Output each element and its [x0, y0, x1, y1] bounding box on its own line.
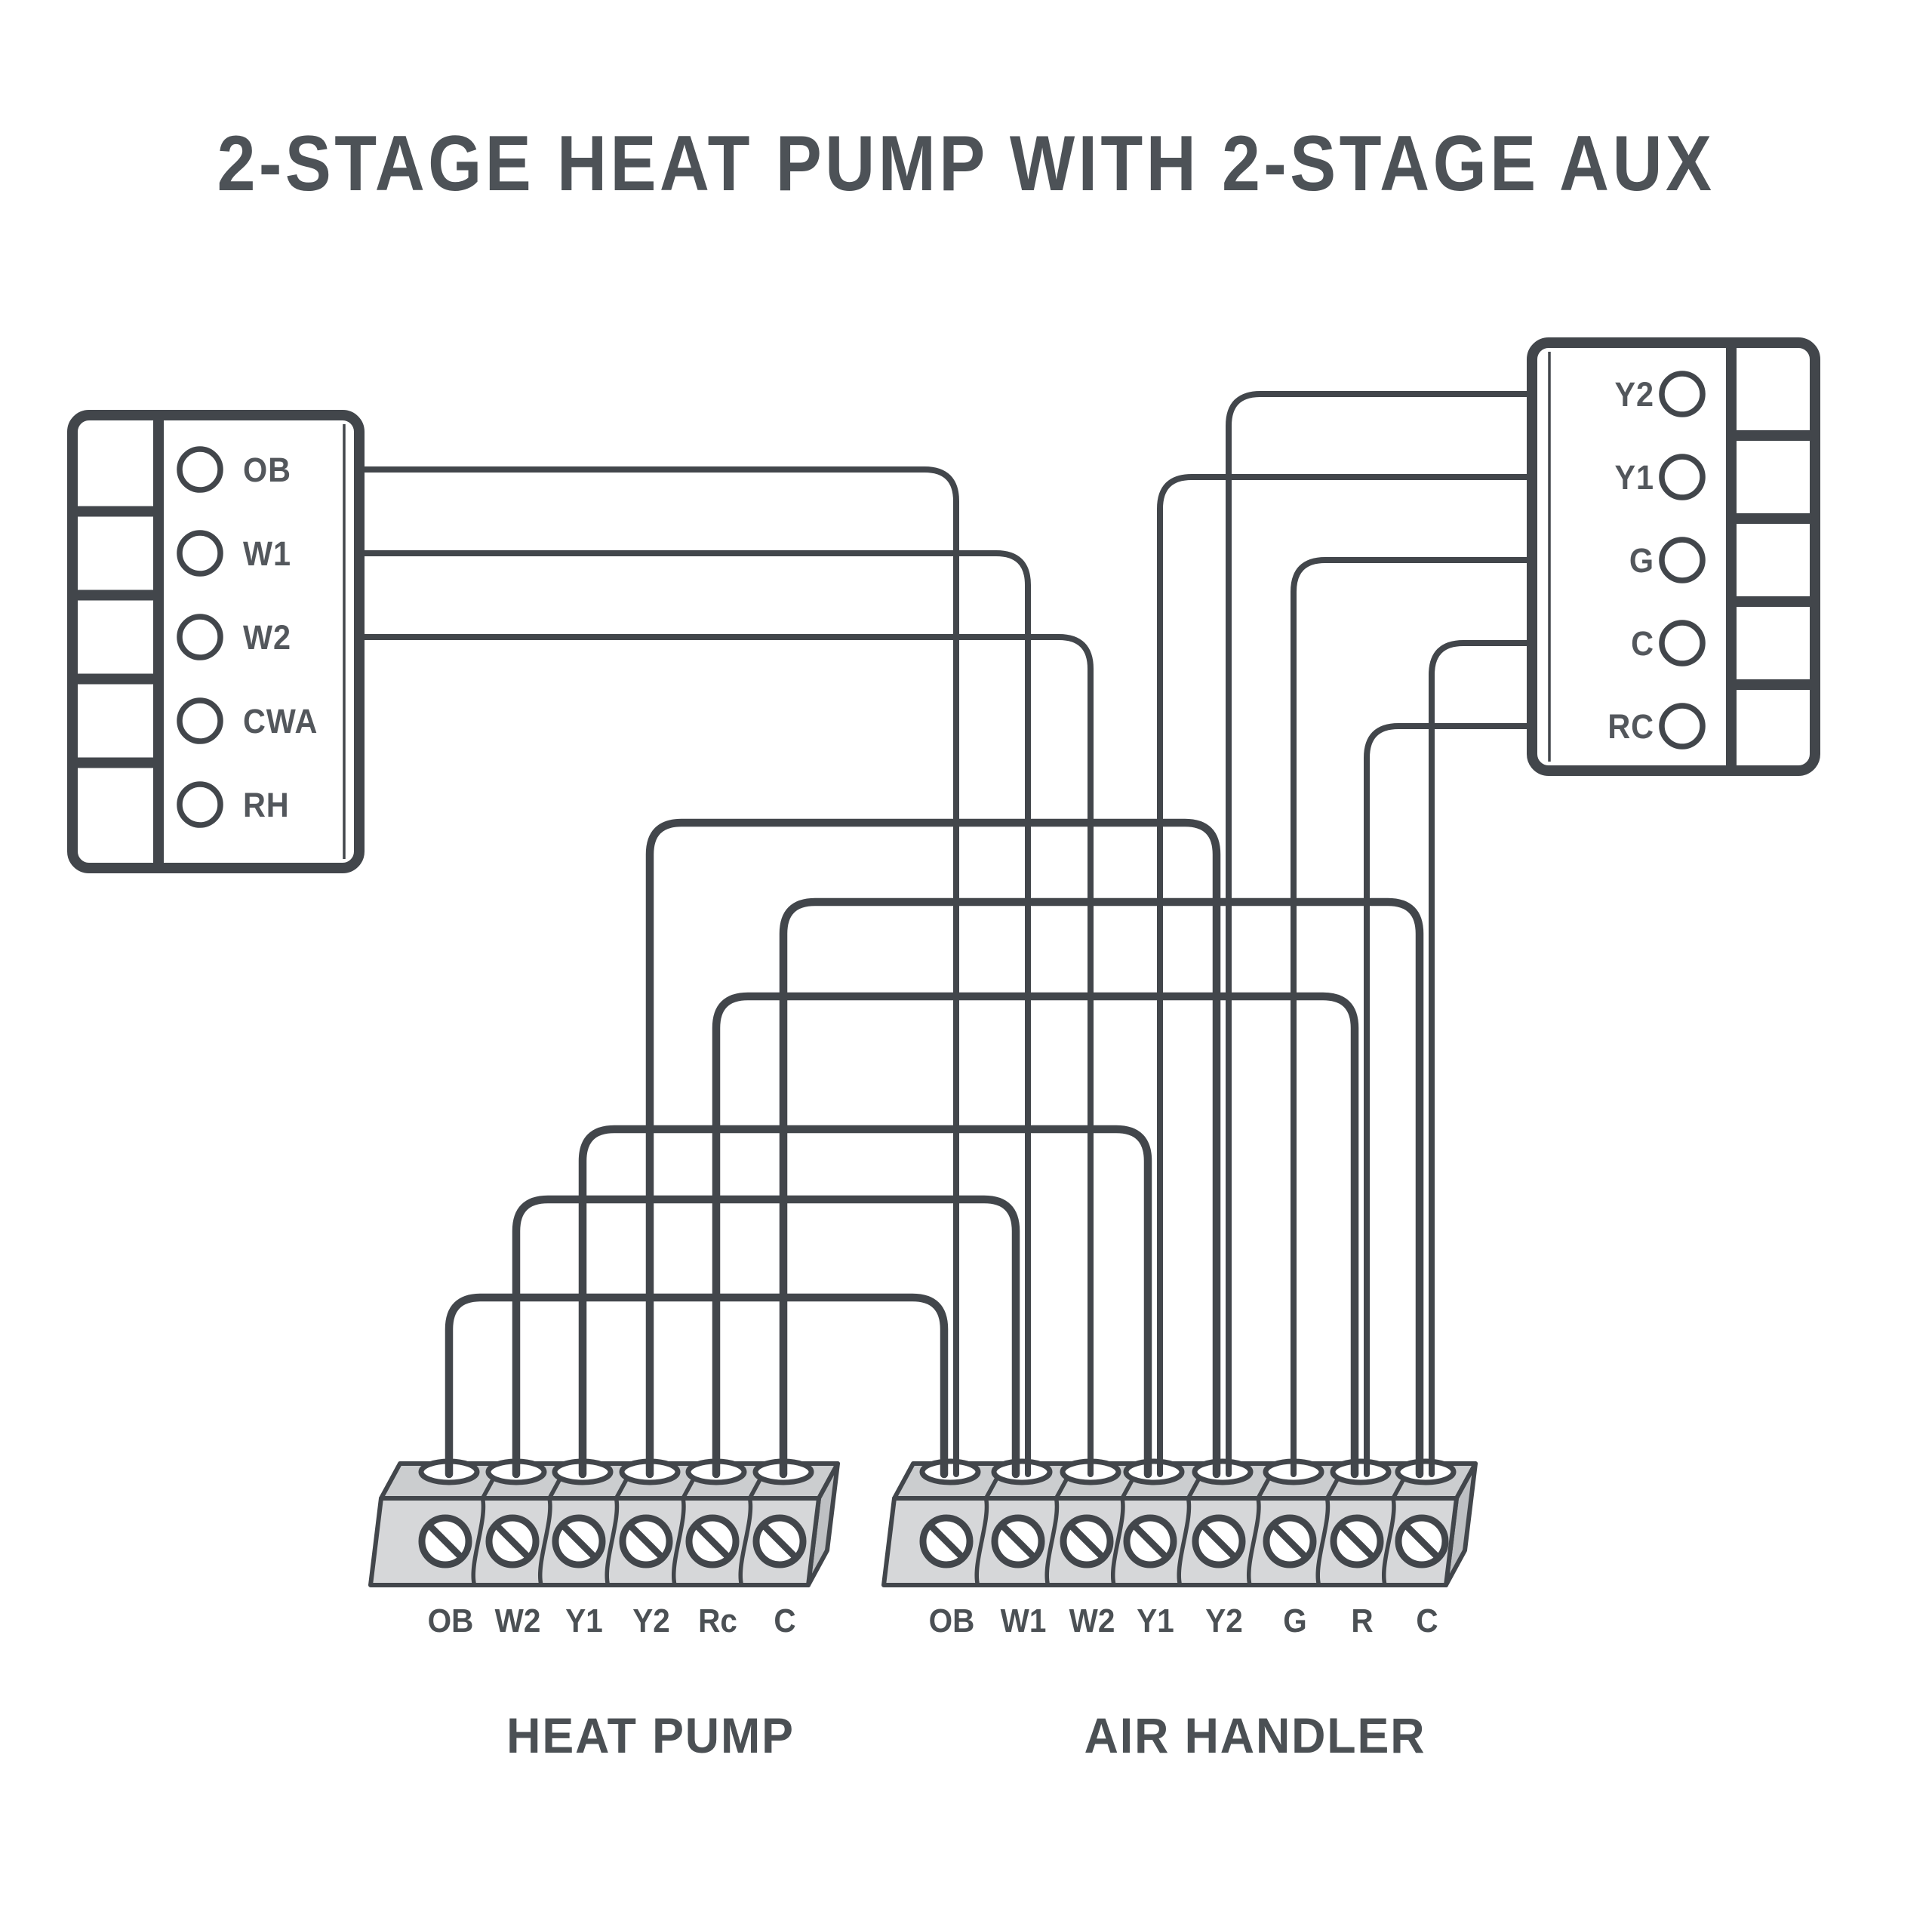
heat-pump-terminal-label-OB: OB: [428, 1602, 474, 1639]
screw-slot-icon: [1402, 1522, 1441, 1561]
wire-heat-pump-Rc-to-air-handler-R: [712, 992, 1359, 1479]
wire-thermostat-right-RC-to-air-handler-R: [1364, 723, 1535, 1477]
wire-thermostat-left-W2-to-air-handler-W2: [356, 634, 1094, 1477]
heat-pump-terminal-label-Rc: Rc: [698, 1602, 737, 1639]
thermostat-right-connector-terminal-G: [1659, 537, 1706, 583]
air-handler-terminal-OB: [919, 1458, 981, 1485]
screw-slot-icon: [1337, 1522, 1377, 1561]
screw-slot-icon: [426, 1522, 465, 1561]
screw-slot-icon: [1270, 1522, 1309, 1561]
wires: [356, 391, 1535, 1479]
wire-thermostat-left-OB-to-air-handler-OB: [356, 466, 959, 1477]
wire-thermostat-right-C-to-air-handler-C: [1429, 640, 1535, 1477]
wire-thermostat-right-G-to-air-handler-G: [1291, 557, 1535, 1477]
air-handler-terminal-Y2: [1192, 1458, 1254, 1485]
thermostat-left-connector-terminal-W1: [177, 530, 223, 577]
diagram-title: 2-STAGE HEAT PUMP WITH 2-STAGE AUX: [217, 119, 1715, 208]
thermostat-left-connector-terminal-OB: [177, 446, 223, 493]
screw-slot-icon: [626, 1522, 666, 1561]
air-handler-terminal-label-W1: W1: [1001, 1602, 1047, 1639]
air-handler-terminal-label-G: G: [1283, 1602, 1306, 1639]
air-handler-terminal-label-R: R: [1351, 1602, 1373, 1639]
thermostat-right-connector-terminal-label-RC: RC: [1607, 708, 1654, 746]
air-handler-terminal-label-Y1: Y1: [1137, 1602, 1174, 1639]
thermostat-right-connector-terminal-Y2: [1659, 371, 1706, 417]
screw-slot-icon: [559, 1522, 598, 1561]
heat-pump-terminal-label-Y2: Y2: [632, 1602, 670, 1639]
wire-thermostat-right-Y2-to-air-handler-Y2: [1226, 391, 1535, 1477]
terminal-strips: OB W2 Y1 Y2 Rc C OB W1 W2 Y1 Y2 G R C: [368, 1458, 1478, 1639]
heat-pump-caption: HEAT PUMP: [506, 1708, 795, 1764]
air-handler-terminal-C: [1395, 1458, 1457, 1485]
thermostat-right-connector-terminal-label-C: C: [1631, 625, 1654, 663]
heat-pump-terminal-label-W2: W2: [495, 1602, 541, 1639]
screw-slot-icon: [693, 1522, 732, 1561]
screw-slot-icon: [493, 1522, 532, 1561]
screw-slot-icon: [1199, 1522, 1238, 1561]
air-handler-strip: OB W1 W2 Y1 Y2 G R C: [881, 1458, 1478, 1639]
heat-pump-strip: OB W2 Y1 Y2 Rc C: [368, 1458, 840, 1639]
heat-pump-terminal-label-Y1: Y1: [565, 1602, 603, 1639]
air-handler-terminal-label-C: C: [1416, 1602, 1438, 1639]
thermostat-left-connector-terminal-label-W2: W2: [243, 619, 291, 657]
thermostat-right-connector-terminal-label-Y2: Y2: [1615, 376, 1654, 414]
wire-heat-pump-C-to-air-handler-C: [779, 897, 1424, 1479]
heat-pump-terminal-label-C: C: [774, 1602, 795, 1639]
air-handler-terminal-label-Y2: Y2: [1205, 1602, 1243, 1639]
air-handler-terminal-Y1: [1123, 1458, 1185, 1485]
air-handler-caption: AIR HANDLER: [1084, 1708, 1426, 1764]
wire-thermostat-left-W1-to-air-handler-W1: [356, 550, 1031, 1477]
thermostat-right-connector-terminal-label-Y1: Y1: [1615, 459, 1654, 497]
wire-thermostat-right-Y1-to-air-handler-Y1: [1157, 474, 1535, 1477]
thermostat-left-connector-terminal-label-RH: RH: [243, 787, 290, 824]
thermostat-left-connector-terminal-CWA: [177, 697, 223, 744]
air-handler-terminal-R: [1330, 1458, 1392, 1485]
thermostat-left-connector-terminal-label-CWA: CWA: [243, 703, 318, 740]
air-handler-terminal-label-OB: OB: [929, 1602, 975, 1639]
wire-heat-pump-Y1-to-air-handler-Y1: [578, 1125, 1152, 1479]
wire-heat-pump-Y2-to-air-handler-Y2: [645, 818, 1221, 1479]
wire-heat-pump-OB-to-air-handler-OB: [445, 1293, 949, 1479]
thermostat-left-connector-terminal-W2: [177, 614, 223, 660]
screw-slot-icon: [998, 1522, 1038, 1561]
screw-slot-icon: [1067, 1522, 1106, 1561]
screw-slot-icon: [927, 1522, 966, 1561]
air-handler-terminal-label-W2: W2: [1069, 1602, 1115, 1639]
thermostat-left-connector-terminal-RH: [177, 781, 223, 828]
thermostat-right-connector-terminal-label-G: G: [1629, 542, 1654, 580]
thermostat-right-connector-terminal-Y1: [1659, 454, 1706, 500]
thermostat-left-connector-terminal-label-OB: OB: [243, 451, 291, 489]
wire-heat-pump-W2-to-air-handler-W1: [512, 1195, 1020, 1479]
screw-slot-icon: [1131, 1522, 1170, 1561]
thermostat-right-connector-terminal-RC: [1659, 703, 1706, 750]
air-handler-terminal-W1: [991, 1458, 1053, 1485]
thermostat-left-connector-terminal-label-W1: W1: [243, 535, 291, 573]
thermostat-right-connector-terminal-C: [1659, 620, 1706, 666]
screw-slot-icon: [760, 1522, 799, 1561]
